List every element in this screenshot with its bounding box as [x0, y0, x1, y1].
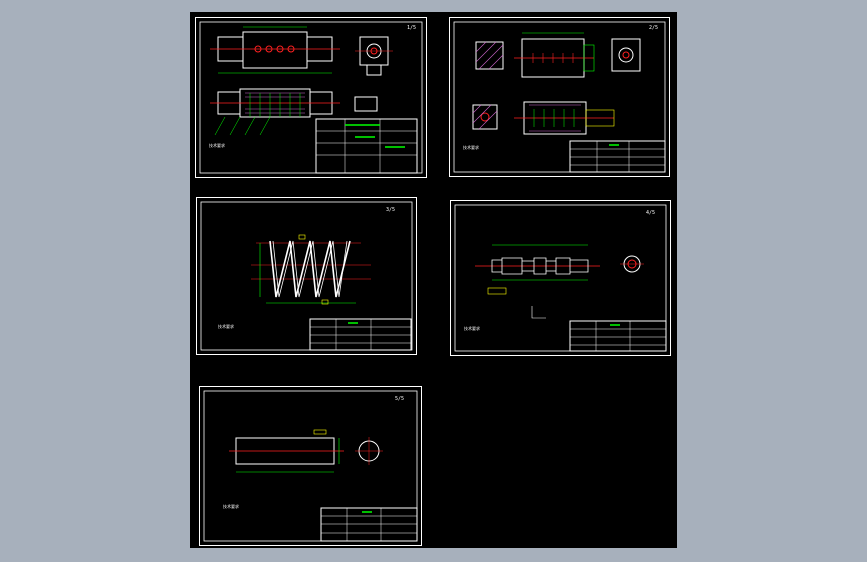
sheet-shaft[interactable]: 技术要求 4/5: [450, 200, 671, 356]
sheet-rod[interactable]: 技术要求 5/5: [199, 386, 422, 546]
sheet-mold-detail[interactable]: 技术要求 2/5: [449, 17, 670, 177]
sheet-spring[interactable]: 技术要求 3/5: [196, 197, 417, 355]
assembly-drawing: [195, 17, 427, 178]
spring-drawing: [196, 197, 417, 355]
mold-detail-drawing: [449, 17, 670, 177]
drawing-canvas[interactable]: 技术要求 1/5: [190, 12, 677, 548]
sheet-note: 技术要求: [463, 145, 479, 150]
sheet-note: 技术要求: [209, 143, 225, 148]
sheet-page-tag: 1/5: [407, 25, 417, 31]
sheet-note: 技术要求: [464, 326, 480, 331]
sheet-page-tag: 4/5: [646, 210, 656, 216]
sheet-page-tag: 5/5: [395, 396, 405, 402]
sheet-note: 技术要求: [223, 504, 239, 509]
sheet-page-tag: 3/5: [386, 207, 396, 213]
sheet-page-tag: 2/5: [649, 25, 659, 31]
rod-drawing: [199, 386, 422, 546]
shaft-drawing: [450, 200, 671, 356]
sheet-note: 技术要求: [218, 324, 234, 329]
sheet-assembly[interactable]: 技术要求 1/5: [195, 17, 427, 178]
